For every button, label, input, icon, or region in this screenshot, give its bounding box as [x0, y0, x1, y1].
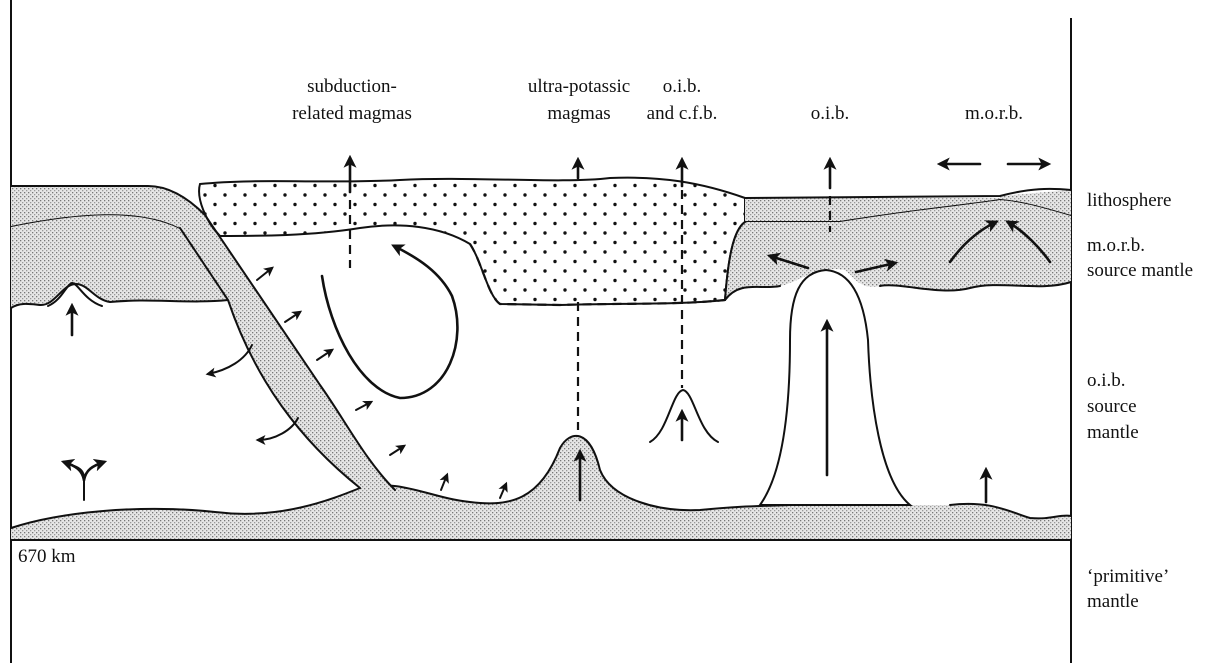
label-primitive-line2: mantle	[1087, 591, 1139, 612]
label-oib-source-line1: o.i.b.	[1087, 370, 1126, 391]
label-ultra-potassic-line1: ultra-potassic	[528, 76, 630, 97]
label-670-km: 670 km	[18, 546, 76, 567]
label-lithosphere: lithosphere	[1087, 190, 1171, 211]
slab-arrow-3	[317, 350, 332, 360]
label-oib: o.i.b.	[811, 103, 850, 124]
oib-cfb-diapir	[650, 390, 718, 442]
label-morb-source-line1: m.o.r.b.	[1087, 235, 1145, 256]
label-oib-cfb-line2: and c.f.b.	[647, 103, 718, 124]
label-morb-source-line2: source mantle	[1087, 260, 1193, 281]
subslab-flow-arrow-upper	[208, 345, 252, 374]
label-oib-source-line3: mantle	[1087, 422, 1139, 443]
slab-arrow-4	[356, 402, 371, 410]
slab-arrow-6	[441, 475, 447, 490]
label-morb: m.o.r.b.	[965, 103, 1023, 124]
label-primitive-line1: ‘primitive’	[1087, 566, 1169, 587]
wedge-convection-arrow	[322, 246, 457, 398]
slab-arrow-1	[257, 268, 272, 280]
lower-boundary-layer	[11, 436, 1071, 540]
split-upwelling-left-arrow	[64, 462, 84, 480]
split-upwelling-right-arrow	[84, 462, 104, 480]
label-subduction-line1: subduction-	[307, 76, 397, 97]
mantle-plume	[760, 270, 910, 505]
label-oib-cfb-line1: o.i.b.	[663, 76, 702, 97]
slab-arrow-2	[285, 312, 300, 322]
slab-arrow-7	[500, 484, 506, 498]
slab-arrow-5	[390, 446, 404, 455]
label-oib-source-line2: source	[1087, 396, 1137, 417]
label-ultra-potassic-line2: magmas	[547, 103, 610, 124]
label-subduction-line2: related magmas	[292, 103, 412, 124]
subslab-flow-arrow-lower	[258, 418, 298, 440]
enriched-lithosphere-region	[199, 178, 745, 305]
